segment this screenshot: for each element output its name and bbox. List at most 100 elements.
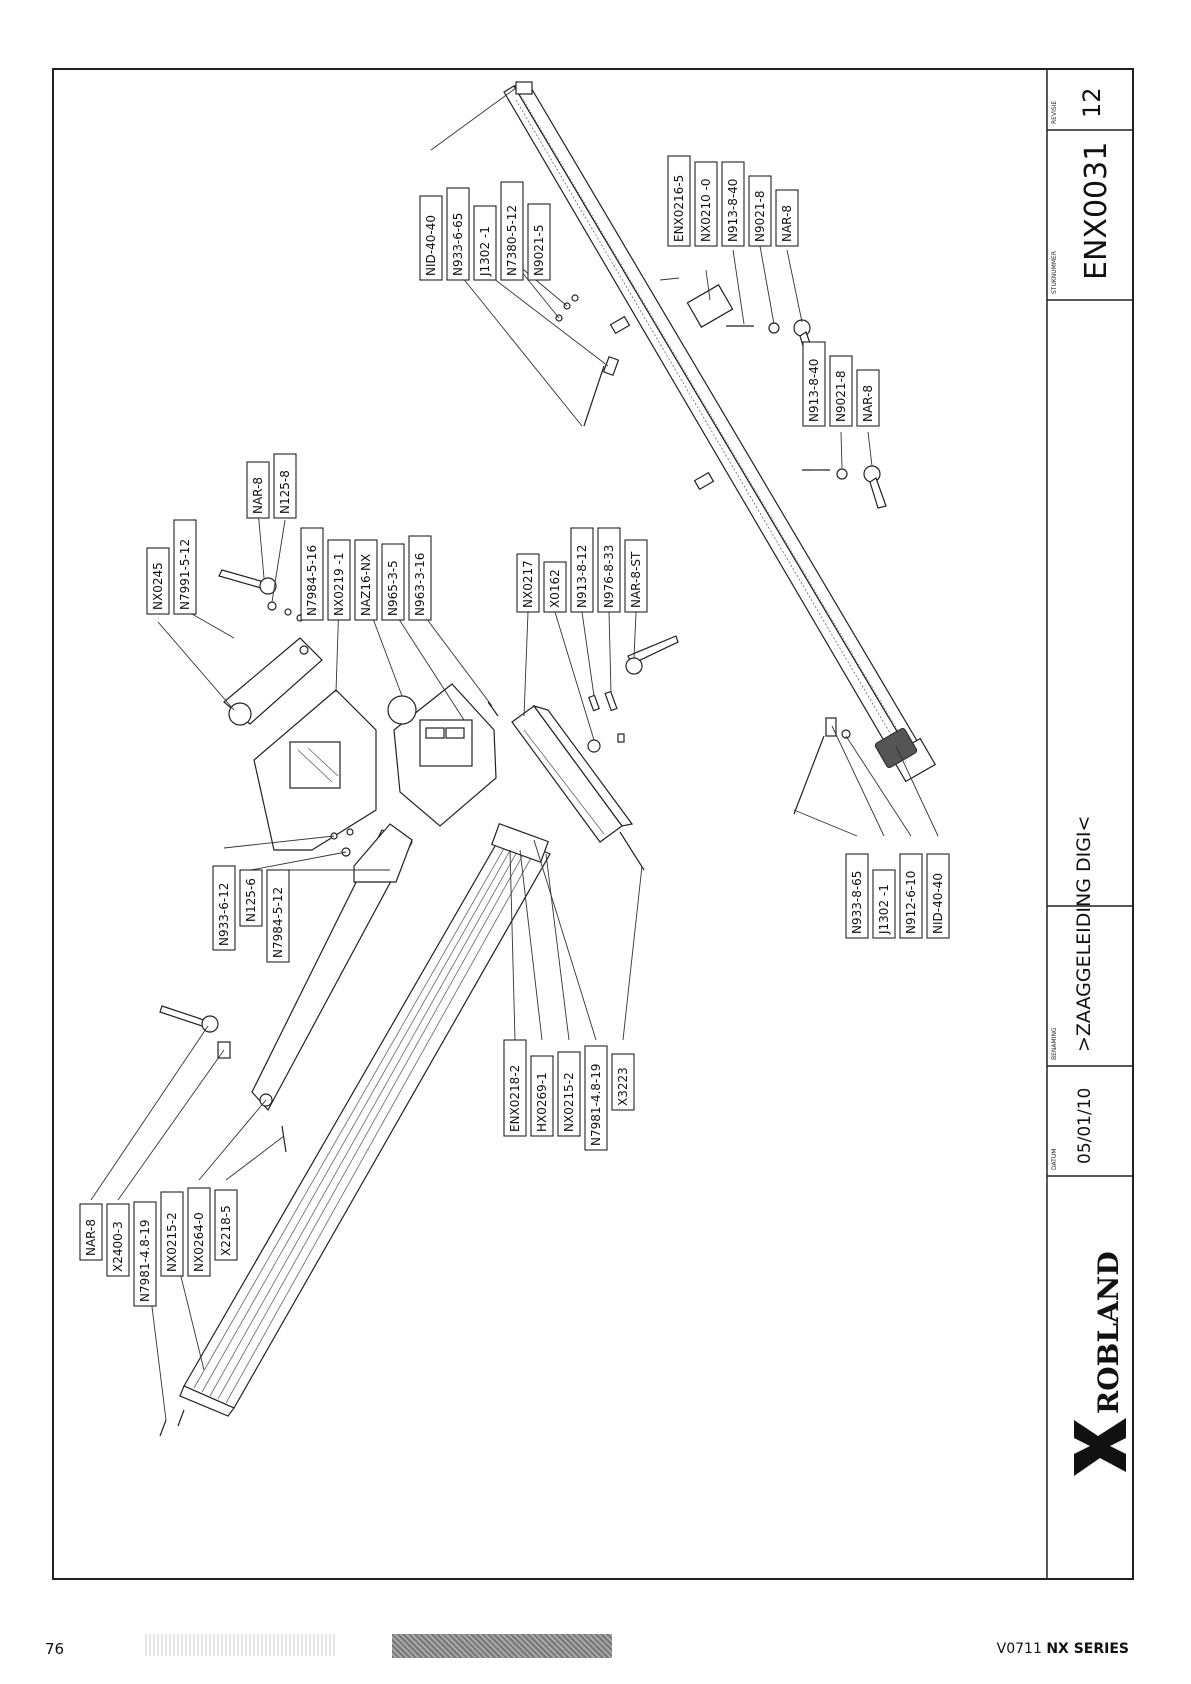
svg-text:>ZAAGGELEIDING DIGI<: >ZAAGGELEIDING DIGI< xyxy=(1073,816,1095,1052)
part-label: N9021-8 xyxy=(829,355,853,427)
labels-group-3: N913-8-40 N9021-8 NAR-8 xyxy=(802,341,880,427)
svg-text:NX0215-2: NX0215-2 xyxy=(562,1072,576,1132)
pin-small xyxy=(617,733,625,743)
svg-text:NAR-8: NAR-8 xyxy=(780,205,794,242)
small-screw-3 xyxy=(571,294,579,302)
svg-text:NX0217: NX0217 xyxy=(521,560,535,608)
svg-text:05/01/10: 05/01/10 xyxy=(1075,1088,1095,1164)
labels-group-2: ENX0216-5 NX0210 -0 N913-8-40 N9021-8 NA… xyxy=(667,155,799,247)
labels-group-6: N7984-5-16 NX0219 -1 NAZ16-NX N965-3-5 N… xyxy=(300,527,432,621)
long-bolt-top xyxy=(583,365,605,427)
svg-text:NID-40-40: NID-40-40 xyxy=(931,873,945,934)
svg-text:NX0264-0: NX0264-0 xyxy=(192,1212,206,1272)
rail-bracket-2 xyxy=(693,471,715,491)
title-block: ROBLAND DATUM 05/01/10 BENAMING >ZAAGGEL… xyxy=(1046,70,1132,1578)
svg-text:ENX0218-2: ENX0218-2 xyxy=(508,1065,522,1132)
plate-nx0245 xyxy=(223,637,323,726)
labels-group-7: NX0217 X0162 N913-8-12 N976-8-33 NAR-8-S… xyxy=(516,527,648,613)
housing-nx0219 xyxy=(253,689,377,851)
drawing-frame: NID-40-40 N933-6-65 J1302 -1 N7380-5-12 … xyxy=(52,68,1134,1580)
part-label: NX0245 xyxy=(146,547,170,615)
part-label: NAR-8 xyxy=(246,461,270,519)
svg-text:N125-8: N125-8 xyxy=(278,470,292,514)
svg-text:NX0215-2: NX0215-2 xyxy=(165,1212,179,1272)
labels-group-11: NAR-8 X2400-3 N7981-4.8-19 NX0215-2 NX02… xyxy=(79,1187,238,1307)
rail-enx0216 xyxy=(503,81,937,783)
part-label: NAR-8-ST xyxy=(624,539,648,613)
pin-n976 xyxy=(604,690,618,712)
clamp-plate xyxy=(686,284,734,328)
footer-bar xyxy=(392,1634,612,1658)
part-label: ENX0218-2 xyxy=(503,1039,527,1137)
screw-n963 xyxy=(487,701,499,717)
svg-text:N7991-5-12: N7991-5-12 xyxy=(178,539,192,610)
svg-text:NID-40-40: NID-40-40 xyxy=(424,215,438,276)
svg-text:NAZ16-NX: NAZ16-NX xyxy=(359,554,373,616)
svg-text:N7981-4.8-19: N7981-4.8-19 xyxy=(138,1219,152,1302)
screw-n933-6-12-b xyxy=(346,828,354,836)
svg-text:N965-3-5: N965-3-5 xyxy=(386,560,400,616)
part-label: N7984-5-16 xyxy=(300,527,324,621)
part-label: N7984-5-12 xyxy=(266,869,290,963)
spacer-j1302-b xyxy=(825,717,837,737)
svg-text:N913-8-12: N913-8-12 xyxy=(575,545,589,608)
footer-decoration xyxy=(145,1634,335,1656)
pin-n913-8-12 xyxy=(588,694,600,712)
part-label: N933-6-12 xyxy=(212,865,236,951)
labels-group-9: N933-6-12 N125-6 N7984-5-12 xyxy=(212,865,290,963)
part-label: N933-6-65 xyxy=(446,187,470,281)
part-label: N912-6-10 xyxy=(899,853,923,939)
knob-handle-2 xyxy=(863,465,887,509)
svg-text:REVISIE: REVISIE xyxy=(1051,101,1058,124)
labels-group-5: NAR-8 N125-8 xyxy=(246,453,297,519)
svg-text:12: 12 xyxy=(1078,87,1106,118)
digital-readout xyxy=(387,683,497,827)
part-label: NX0210 -0 xyxy=(694,161,718,247)
part-label: NID-40-40 xyxy=(419,195,443,281)
part-label: N913-8-12 xyxy=(570,527,594,613)
part-label: N7981-4.8-19 xyxy=(133,1201,157,1307)
pin-x2218 xyxy=(281,1125,287,1153)
svg-text:DATUM: DATUM xyxy=(1051,1149,1058,1170)
svg-text:X2218-5: X2218-5 xyxy=(219,1205,233,1256)
leader-lines xyxy=(90,87,939,1421)
svg-text:BENAMING: BENAMING xyxy=(1051,1027,1058,1060)
svg-text:HX0269-1: HX0269-1 xyxy=(535,1072,549,1132)
svg-text:NX0245: NX0245 xyxy=(151,562,165,610)
part-number: ENX0031 xyxy=(1079,142,1114,280)
part-label: HX0269-1 xyxy=(530,1055,554,1137)
part-label: NX0217 xyxy=(516,553,540,613)
svg-text:N7984-5-12: N7984-5-12 xyxy=(271,887,285,958)
svg-text:N7984-5-16: N7984-5-16 xyxy=(305,545,319,616)
screw-n7981-a xyxy=(159,1419,167,1437)
svg-text:ENX0216-5: ENX0216-5 xyxy=(672,175,686,242)
svg-text:STUKNUMMER: STUKNUMMER xyxy=(1051,251,1058,294)
part-label: X0162 xyxy=(543,561,567,613)
part-label: N7981-4.8-19 xyxy=(584,1045,608,1151)
svg-text:N976-8-33: N976-8-33 xyxy=(602,545,616,608)
knob-handle-4 xyxy=(159,1005,219,1033)
svg-text:N7380-5-12: N7380-5-12 xyxy=(505,205,519,276)
part-label: N965-3-5 xyxy=(381,543,405,621)
part-label: NX0215-2 xyxy=(160,1191,184,1277)
svg-text:NAR-8: NAR-8 xyxy=(84,1219,98,1256)
part-label: N125-6 xyxy=(239,869,263,927)
svg-text:N963-3-16: N963-3-16 xyxy=(413,553,427,616)
part-label: NAR-8 xyxy=(775,189,799,247)
drawing-title: >ZAAGGELEIDING DIGI< xyxy=(1073,816,1095,1052)
labels-group-10: ENX0218-2 HX0269-1 NX0215-2 N7981-4.8-19… xyxy=(503,1039,635,1151)
part-label: J1302 -1 xyxy=(872,869,896,939)
screw-n7984-a xyxy=(284,608,292,616)
part-label: NX0264-0 xyxy=(187,1187,211,1277)
svg-text:X0162: X0162 xyxy=(548,569,562,608)
date-value: 05/01/10 xyxy=(1075,1088,1095,1164)
document-code: V0711 NX SERIES xyxy=(997,1641,1129,1657)
part-label: X3223 xyxy=(611,1053,635,1111)
part-label: X2400-3 xyxy=(106,1203,130,1277)
part-label: N9021-5 xyxy=(527,203,551,281)
svg-text:N9021-8: N9021-8 xyxy=(753,191,767,242)
svg-text:N913-8-40: N913-8-40 xyxy=(807,359,821,422)
svg-text:N9021-5: N9021-5 xyxy=(532,225,546,276)
part-label: N9021-8 xyxy=(748,175,772,247)
svg-text:NAR-8: NAR-8 xyxy=(251,477,265,514)
